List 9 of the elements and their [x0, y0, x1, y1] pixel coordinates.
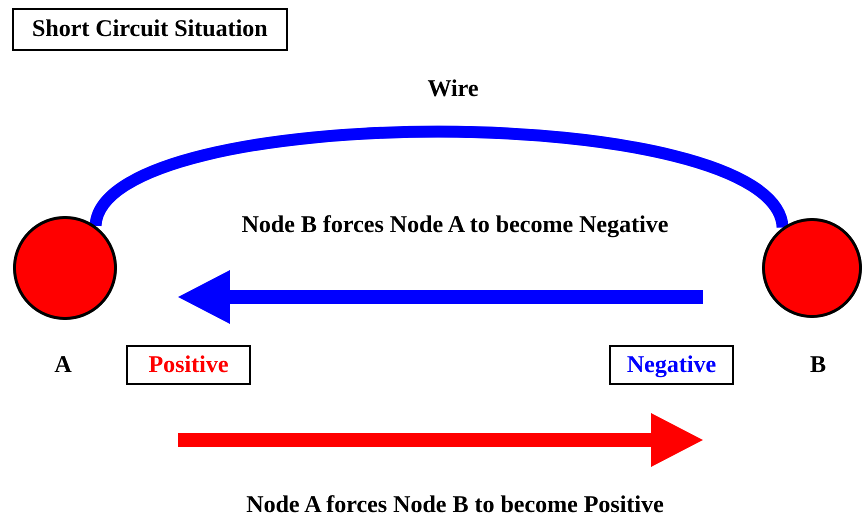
- title: Short Circuit Situation: [12, 8, 288, 51]
- label-box: Negative: [609, 345, 734, 385]
- node-label: A: [53, 352, 73, 379]
- note-text: Node B forces Node A to become Negative: [240, 212, 670, 239]
- note-text: Node A forces Node B to become Positive: [245, 492, 665, 519]
- edge-label: Wire: [426, 76, 480, 103]
- node-label: B: [808, 352, 827, 379]
- label-box: Positive: [126, 345, 251, 385]
- wire: [90, 126, 788, 230]
